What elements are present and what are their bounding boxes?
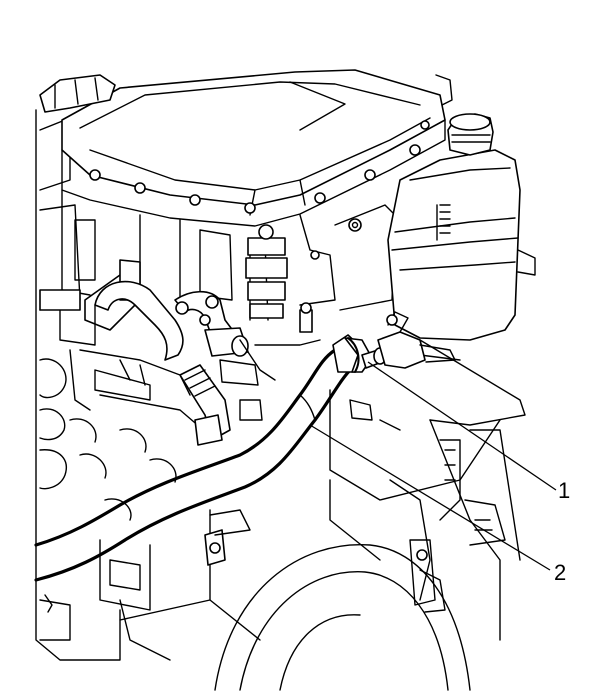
callout-1: 1 [558, 478, 570, 503]
lower-engine [39, 499, 506, 691]
coolant-hose [34, 348, 354, 582]
leader-line-1 [367, 361, 557, 491]
leader-lines [309, 361, 557, 571]
heater-tube-assembly [39, 259, 249, 521]
coolant-outlet [377, 311, 456, 369]
tube-bracket [219, 339, 321, 421]
coolant-reservoir [387, 113, 536, 361]
leader-line-2 [309, 424, 551, 571]
intake-manifold-cover [39, 69, 453, 227]
callout-2: 2 [554, 560, 566, 585]
hose-clamp [332, 334, 387, 373]
